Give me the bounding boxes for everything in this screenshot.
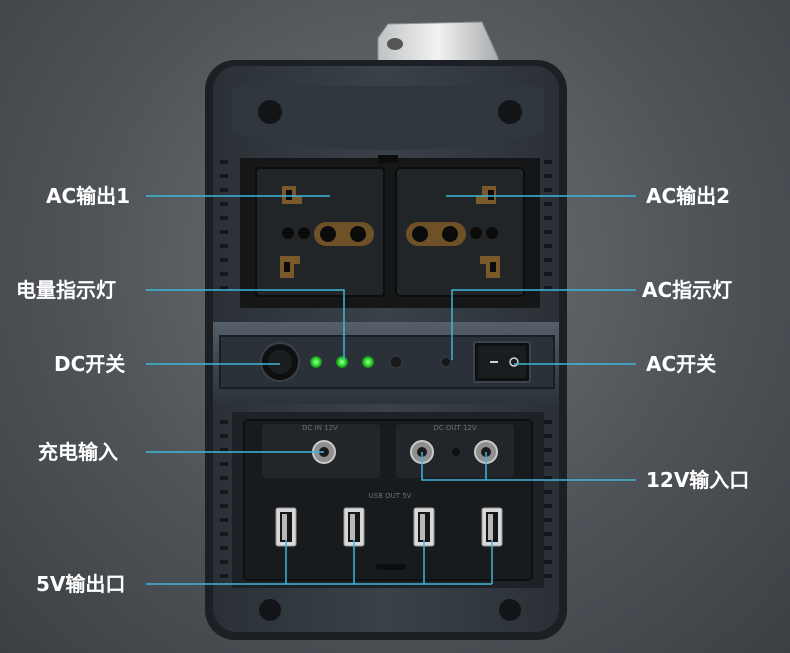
carry-handle — [377, 21, 499, 67]
battery-led-4 — [389, 355, 403, 369]
ac-outlet-1 — [255, 167, 385, 297]
dc-usb-panel: DC IN 12V DC OUT 12V USB OUT 5V — [232, 412, 544, 588]
label-charge-input: 充电输入 — [38, 440, 118, 464]
leader-12v-input — [421, 452, 636, 481]
label-12v-input: 12V输入口 — [646, 468, 750, 492]
ac-outlet-2 — [395, 167, 525, 297]
usb-port-3[interactable] — [413, 507, 435, 547]
dc-out-label: DC OUT 12V — [433, 424, 477, 432]
usb-out-label: USB OUT 5V — [369, 492, 412, 500]
label-dc-switch: DC开关 — [54, 352, 126, 376]
label-ac-out-2: AC输出2 — [646, 184, 731, 208]
leader-lines — [146, 195, 636, 585]
battery-led-3 — [362, 356, 374, 368]
label-ac-indicator: AC指示灯 — [642, 278, 733, 302]
usb-port-2[interactable] — [343, 507, 365, 547]
usb-port-4[interactable] — [481, 507, 503, 547]
dc-in-label: DC IN 12V — [302, 424, 338, 432]
leader-ac-indicator — [451, 289, 636, 360]
dc-switch-button[interactable] — [260, 342, 300, 382]
ac-switch-toggle[interactable] — [473, 341, 531, 383]
label-ac-switch: AC开关 — [646, 352, 717, 376]
label-5v-output: 5V输出口 — [36, 572, 126, 596]
usb-port-1[interactable] — [275, 507, 297, 547]
leader-battery-indicator — [146, 289, 345, 360]
label-ac-out-1: AC输出1 — [46, 184, 131, 208]
battery-led-1 — [310, 356, 322, 368]
battery-led-2 — [336, 356, 348, 368]
ac-indicator-led — [440, 356, 452, 368]
label-battery-indicator: 电量指示灯 — [16, 278, 116, 302]
battery-indicator-leds — [310, 355, 403, 369]
dc-12v-indicator — [452, 448, 460, 456]
